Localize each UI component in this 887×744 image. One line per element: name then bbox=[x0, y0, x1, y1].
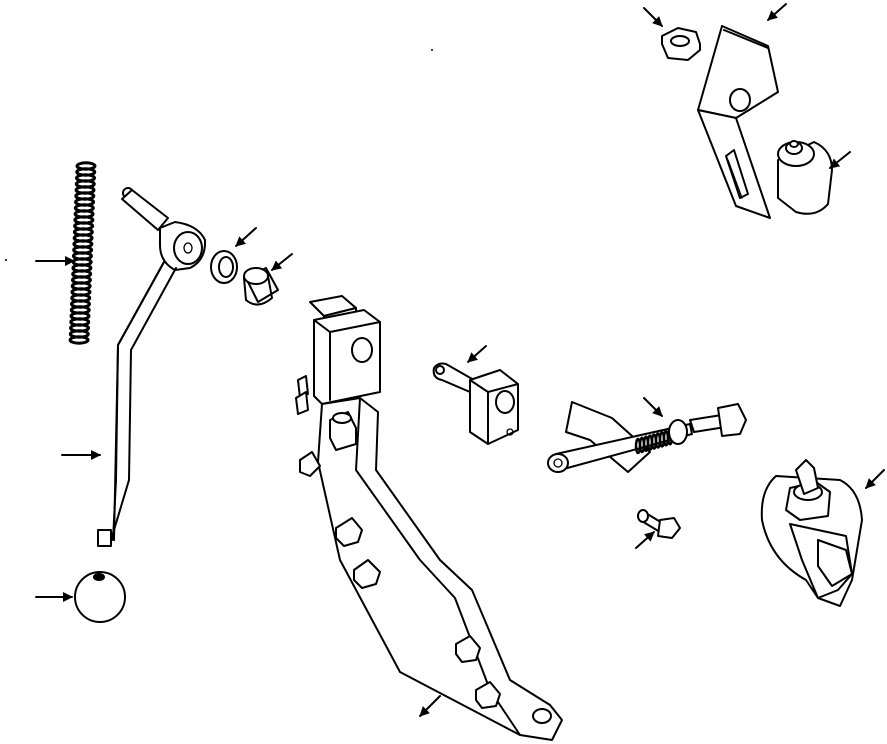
solenoid bbox=[760, 459, 863, 607]
bushing bbox=[243, 267, 279, 306]
bolt bbox=[637, 509, 681, 539]
cap-callout-arrow-icon bbox=[829, 151, 851, 169]
bracket2-callout-arrow-icon bbox=[767, 3, 787, 21]
switch-cap bbox=[777, 140, 833, 215]
block-callout-arrow-icon bbox=[467, 345, 487, 363]
washer-callout-arrow-icon bbox=[235, 227, 257, 247]
shift-lever bbox=[97, 187, 207, 547]
bracket-callout-arrow-icon bbox=[419, 695, 441, 717]
pivot-block bbox=[432, 362, 519, 445]
washer bbox=[210, 250, 238, 284]
spring bbox=[68, 161, 97, 345]
spring-coil-turn bbox=[68, 335, 90, 345]
nut-callout-arrow-icon bbox=[643, 7, 663, 27]
bolt-callout-arrow-icon bbox=[635, 531, 655, 549]
bushing-callout-arrow-icon bbox=[271, 253, 293, 271]
angle-bracket bbox=[697, 25, 779, 219]
solenoid-callout-arrow-icon bbox=[865, 469, 885, 489]
knob bbox=[74, 571, 126, 623]
nut bbox=[661, 27, 701, 61]
linkage-rod bbox=[547, 401, 747, 473]
rod-callout-arrow-icon bbox=[643, 397, 663, 417]
mounting-bracket bbox=[295, 295, 563, 741]
